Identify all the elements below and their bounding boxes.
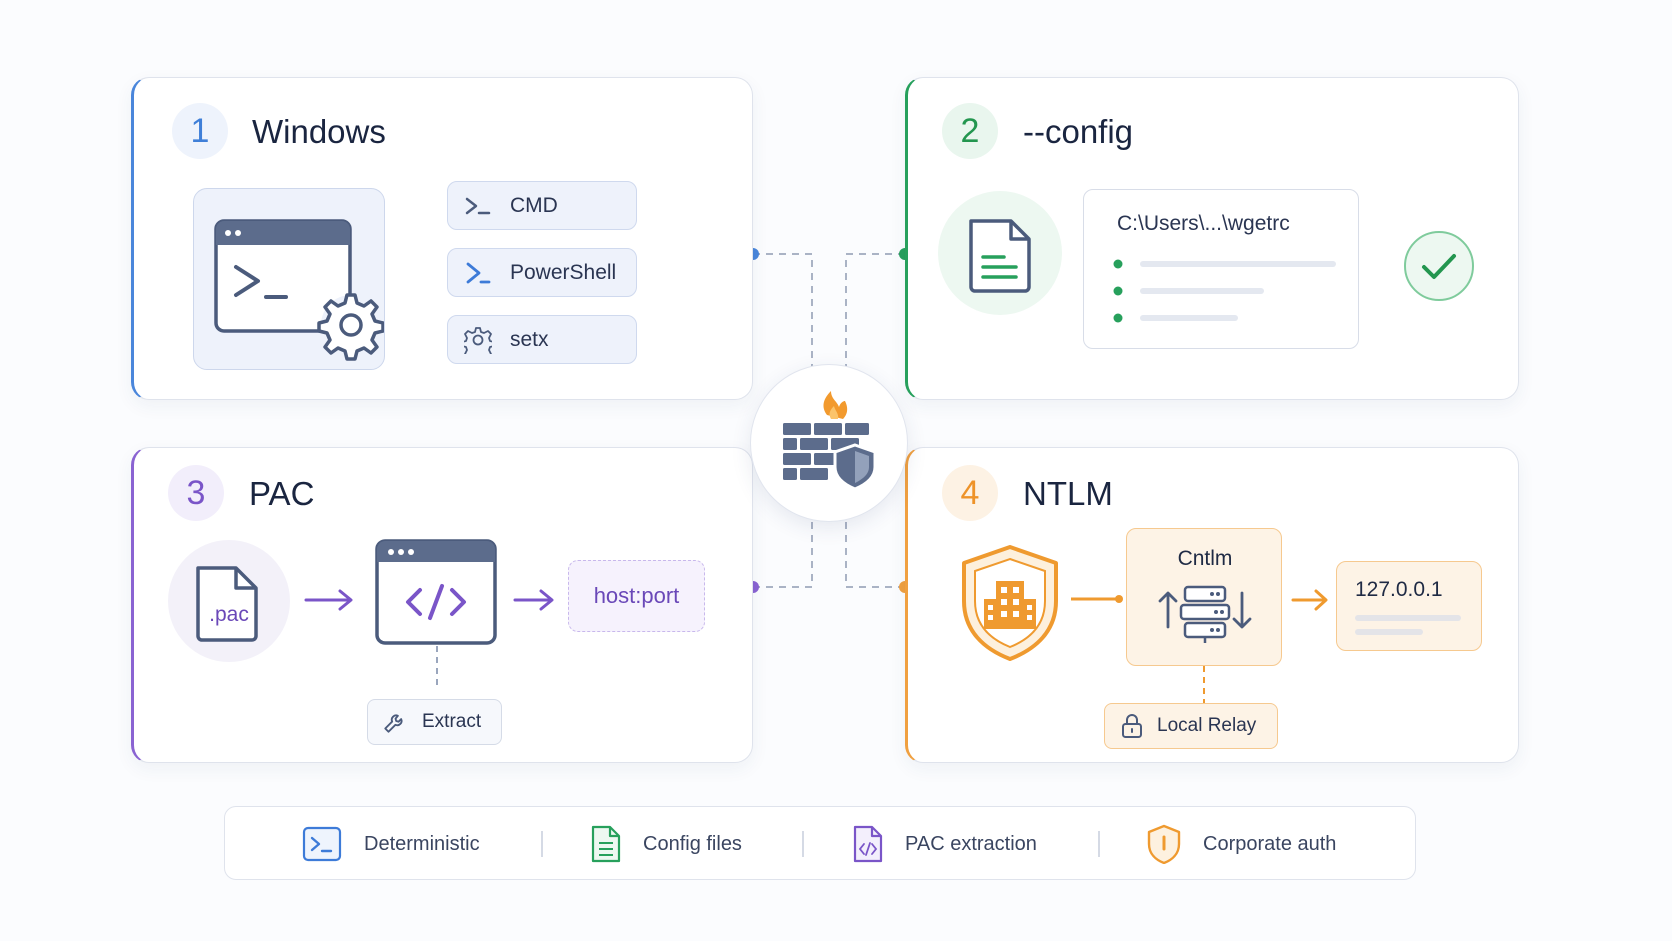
terminal-gear-icon — [214, 219, 385, 361]
arrow-right-icon — [513, 589, 554, 611]
pac-file-icon — [196, 566, 258, 642]
server-sync-icon — [1158, 585, 1252, 643]
legend-divider — [1098, 831, 1100, 857]
corporate-shield-icon — [962, 545, 1058, 661]
arrow-right-icon — [304, 589, 353, 611]
shield-icon — [1147, 824, 1181, 864]
config-title: --config — [1023, 113, 1134, 150]
document-icon — [591, 825, 621, 863]
legend-bar: Deterministic Config files PAC extractio… — [224, 806, 1416, 880]
document-icon — [969, 219, 1031, 293]
cntlm-label: Cntlm — [1177, 547, 1233, 570]
legend-item-pac-extraction: PAC extraction — [853, 807, 1037, 881]
legend-label: Corporate auth — [1203, 832, 1337, 855]
code-file-icon — [853, 825, 883, 863]
wrench-icon — [384, 714, 403, 733]
step-number-badge: 2 — [942, 103, 998, 159]
powershell-label: PowerShell — [510, 260, 617, 284]
extract-button[interactable]: Extract — [367, 699, 502, 745]
legend-label: Config files — [643, 832, 742, 855]
config-lines — [1113, 259, 1336, 323]
ntlm-card: 4 NTLM Cntlm — [905, 447, 1519, 763]
host-port-output: host:port — [568, 560, 705, 632]
local-relay-badge: Local Relay — [1104, 703, 1278, 749]
firewall-hub — [750, 364, 908, 522]
pac-card: 3 PAC .pac host:port Extract — [131, 447, 753, 763]
powershell-option[interactable]: PowerShell — [447, 248, 637, 297]
prompt-icon — [464, 196, 500, 216]
terminal-settings-illustration — [193, 188, 385, 370]
dashed-relay-connector — [1203, 666, 1205, 704]
cmd-option[interactable]: CMD — [447, 181, 637, 230]
address-detail-lines — [1355, 615, 1461, 635]
local-relay-label: Local Relay — [1157, 715, 1257, 736]
config-card: 2 --config C:\Users\...\wgetrc — [905, 77, 1519, 400]
code-window-icon — [375, 539, 497, 645]
legend-label: PAC extraction — [905, 832, 1037, 855]
terminal-icon — [302, 826, 342, 862]
windows-card: 1 Windows CMD PowerShell s — [131, 77, 753, 400]
shield-to-relay-connector — [1071, 595, 1123, 603]
ntlm-title: NTLM — [1023, 475, 1113, 512]
legend-item-corporate-auth: Corporate auth — [1147, 807, 1336, 881]
step-number-badge: 3 — [168, 465, 224, 521]
firewall-icon — [783, 391, 877, 491]
powershell-icon — [464, 261, 500, 285]
legend-item-deterministic: Deterministic — [302, 807, 480, 881]
arrow-right-icon — [1291, 589, 1328, 611]
dashed-extract-connector — [436, 646, 438, 688]
step-number-badge: 4 — [942, 465, 998, 521]
setx-option[interactable]: setx — [447, 315, 637, 364]
cmd-label: CMD — [510, 193, 558, 217]
localhost-address-box: 127.0.0.1 — [1336, 561, 1482, 651]
setx-label: setx — [510, 327, 549, 351]
windows-title: Windows — [252, 113, 386, 150]
wgetrc-file-panel: C:\Users\...\wgetrc — [1083, 189, 1359, 349]
lock-icon — [1122, 714, 1142, 738]
pac-file-label: .pac — [209, 603, 249, 626]
legend-label: Deterministic — [364, 832, 480, 855]
legend-item-config-files: Config files — [591, 807, 742, 881]
gear-icon — [464, 326, 500, 354]
pac-title: PAC — [249, 475, 315, 512]
cntlm-relay-box: Cntlm — [1126, 528, 1282, 666]
document-illustration — [938, 191, 1062, 315]
wgetrc-path: C:\Users\...\wgetrc — [1117, 212, 1290, 235]
legend-divider — [802, 831, 804, 857]
legend-divider — [541, 831, 543, 857]
localhost-address: 127.0.0.1 — [1355, 578, 1443, 601]
pac-file-illustration: .pac — [168, 540, 290, 662]
extract-label: Extract — [422, 711, 482, 732]
step-number-badge: 1 — [172, 103, 228, 159]
check-icon — [1404, 231, 1474, 301]
